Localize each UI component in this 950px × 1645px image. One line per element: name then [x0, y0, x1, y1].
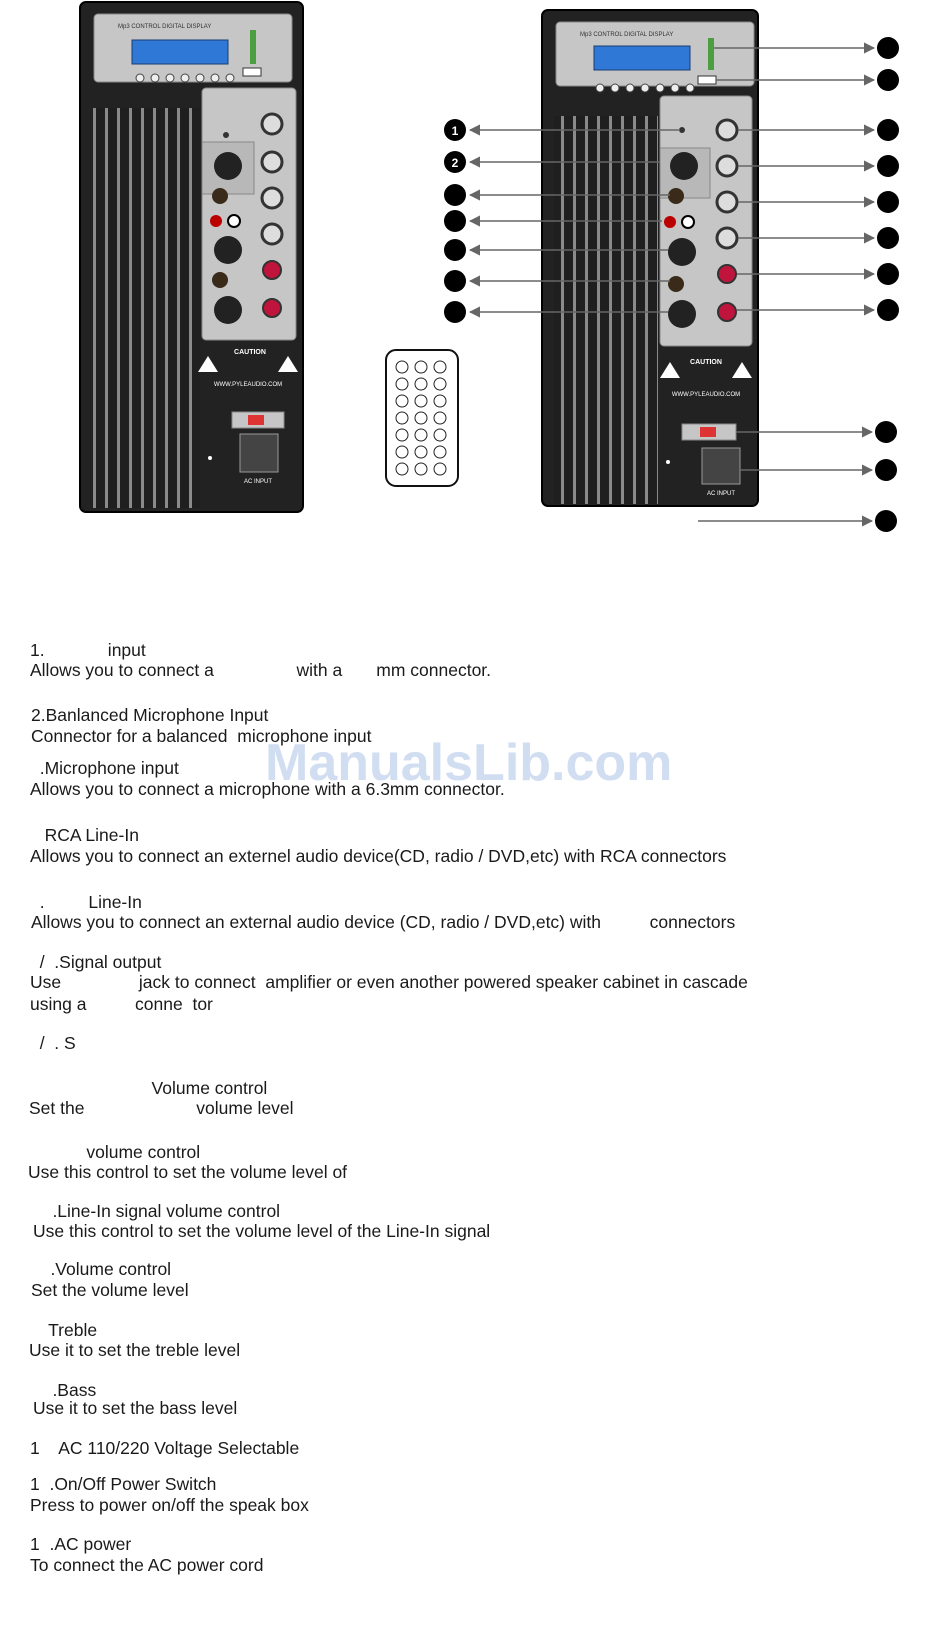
xlr-mic-left: [214, 152, 242, 180]
callout-r5: [877, 191, 899, 213]
callout-4: [444, 210, 466, 232]
callout-r4: [877, 155, 899, 177]
callout-1-label: 1: [452, 124, 459, 138]
display-title-left: Mp3 CONTROL DIGITAL DISPLAY: [118, 24, 211, 30]
svg-text:CAUTION: CAUTION: [234, 349, 266, 356]
svg-text:Mp3 CONTROL DIGITAL DISPLAY: Mp3 CONTROL DIGITAL DISPLAY: [580, 32, 673, 38]
item-2-desc: Connector for a balanced microphone inpu…: [31, 726, 372, 746]
item-8-desc: Set the volume level: [29, 1098, 294, 1118]
item-4-title: RCA Line-In: [30, 825, 139, 845]
item-13-desc: Use it to set the bass level: [33, 1398, 238, 1418]
svg-text:WWW.PYLEAUDIO.COM: WWW.PYLEAUDIO.COM: [214, 382, 282, 388]
item-1-title: 1. input: [30, 640, 146, 660]
item-1-desc: Allows you to connect a with a mm connec…: [30, 660, 492, 680]
callout-r8: [877, 299, 899, 321]
callout-6: [444, 270, 466, 292]
item-6-desc-2: using a conne tor: [30, 994, 213, 1014]
callout-r9: [875, 421, 897, 443]
remote-control: [385, 349, 459, 487]
callout-r6: [877, 227, 899, 249]
item-14-title: 1 AC 110/220 Voltage Selectable: [30, 1438, 300, 1458]
item-9-desc: Use this control to set the volume level…: [28, 1162, 348, 1182]
callout-r1: [877, 37, 899, 59]
svg-text:AC INPUT: AC INPUT: [244, 479, 272, 485]
item-15-title: 1 .On/Off Power Switch: [30, 1474, 217, 1494]
left-speaker-panel: Mp3 CONTROL DIGITAL DISPLAY CAUTION WWW.…: [79, 1, 304, 513]
item-9-title: volume control: [28, 1142, 201, 1162]
item-5-title: . Line-In: [30, 892, 142, 912]
item-11-desc: Set the volume level: [31, 1280, 189, 1300]
right-callout-arrows: [698, 42, 876, 527]
right-callouts: [875, 37, 899, 532]
callout-1: [444, 119, 466, 141]
callout-2-label: 2: [452, 156, 459, 170]
item-7-title: / . S: [30, 1033, 76, 1053]
item-16-desc: To connect the AC power cord: [30, 1555, 264, 1575]
left-callout-arrows: [468, 124, 680, 318]
knob-left-1: [260, 112, 284, 136]
right-speaker-panel: Mp3 CONTROL DIGITAL DISPLAY CAUTION WWW.…: [541, 9, 759, 507]
callout-r2: [877, 69, 899, 91]
item-15-desc: Press to power on/off the speak box: [30, 1495, 309, 1515]
item-3-desc: Allows you to connect a microphone with …: [30, 779, 505, 799]
item-6-desc: Use jack to connect amplifier or even an…: [30, 972, 748, 992]
callout-r10: [875, 459, 897, 481]
callout-5: [444, 239, 466, 261]
callout-r3: [877, 119, 899, 141]
item-12-desc: Use it to set the treble level: [29, 1340, 241, 1360]
svg-text:WWW.PYLEAUDIO.COM: WWW.PYLEAUDIO.COM: [672, 392, 740, 398]
item-8-title: Volume control: [30, 1078, 268, 1098]
item-10-desc: Use this control to set the volume level…: [33, 1221, 491, 1241]
callout-3: [444, 184, 466, 206]
svg-text:AC INPUT: AC INPUT: [707, 491, 735, 497]
item-16-title: 1 .AC power: [30, 1534, 132, 1554]
item-12-title: Treble: [29, 1320, 98, 1340]
callout-7: [444, 301, 466, 323]
left-callouts: 1 2: [444, 119, 466, 323]
xlr-out-left: [214, 296, 242, 324]
lcd-screen-left: [131, 39, 229, 65]
item-5-desc: Allows you to connect an external audio …: [31, 912, 736, 932]
ac-input-socket-left: [239, 433, 279, 473]
item-11-title: .Volume control: [31, 1259, 172, 1279]
item-10-title: .Line-In signal volume control: [33, 1201, 281, 1221]
callout-r7: [877, 263, 899, 285]
item-3-title: .Microphone input: [30, 758, 179, 778]
watermark: ManualsLib.com: [265, 734, 673, 792]
callout-2: [444, 151, 466, 173]
svg-text:CAUTION: CAUTION: [690, 359, 722, 366]
lcd-screen-right: [593, 45, 691, 71]
callout-r11: [875, 510, 897, 532]
rear-panel-figure: Mp3 CONTROL DIGITAL DISPLAY CAUTION WWW.…: [79, 1, 899, 532]
item-4-desc: Allows you to connect an externel audio …: [30, 846, 727, 866]
item-2-title: 2.Banlanced Microphone Input: [31, 705, 269, 725]
item-13-title: .Bass: [33, 1380, 97, 1400]
item-6-title: / .Signal output: [30, 952, 162, 972]
